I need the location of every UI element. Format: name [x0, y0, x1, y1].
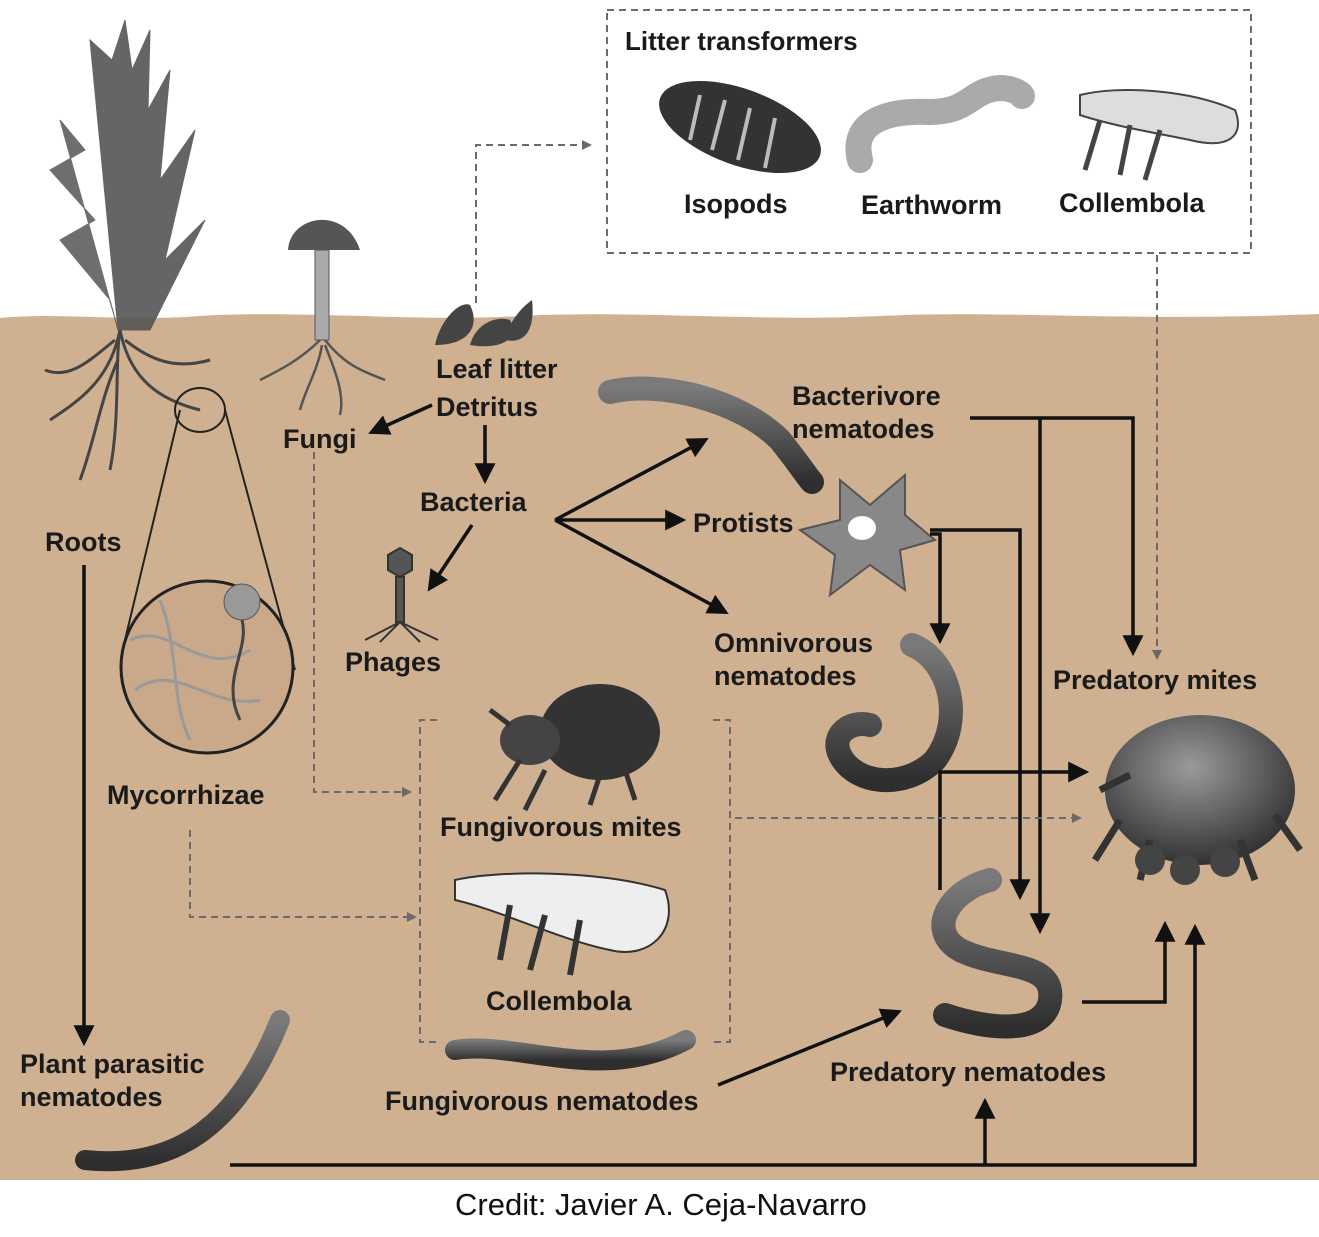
plant-parasitic-nematodes-label: Plant parasitic nematodes: [20, 1048, 205, 1114]
phages-label: Phages: [345, 646, 441, 679]
credit-label: Credit: Javier A. Ceja-Navarro: [455, 1187, 867, 1223]
detritus-label: Detritus: [436, 391, 538, 424]
fungivorous-mites-label: Fungivorous mites: [440, 811, 682, 844]
omnivorous-nematodes-label: Omnivorous nematodes: [714, 627, 873, 693]
leaf-litter-label: Leaf litter: [436, 353, 558, 386]
bacterivore-nematodes-label: Bacterivore nematodes: [792, 380, 941, 446]
collembola-top-label: Collembola: [1059, 187, 1205, 220]
predatory-mites-label: Predatory mites: [1053, 664, 1257, 697]
predatory-nematodes-label: Predatory nematodes: [830, 1056, 1106, 1089]
collembola-top-icon: [1080, 90, 1238, 180]
roots-label: Roots: [45, 526, 122, 559]
isopod-icon: [647, 62, 833, 192]
litter-transformers-label: Litter transformers: [625, 26, 858, 58]
bacteria-label: Bacteria: [420, 486, 527, 519]
collembola-bottom-label: Collembola: [486, 985, 632, 1018]
earthworm-icon: [858, 88, 1022, 160]
earthworm-label: Earthworm: [861, 189, 1002, 222]
protists-label: Protists: [693, 507, 794, 540]
mycorrhizae-label: Mycorrhizae: [107, 779, 265, 812]
fungi-label: Fungi: [283, 423, 356, 456]
dashed-leaf-litter-to-transformers: [476, 145, 590, 303]
fungivorous-nematodes-label: Fungivorous nematodes: [385, 1085, 699, 1118]
isopods-label: Isopods: [684, 188, 788, 221]
